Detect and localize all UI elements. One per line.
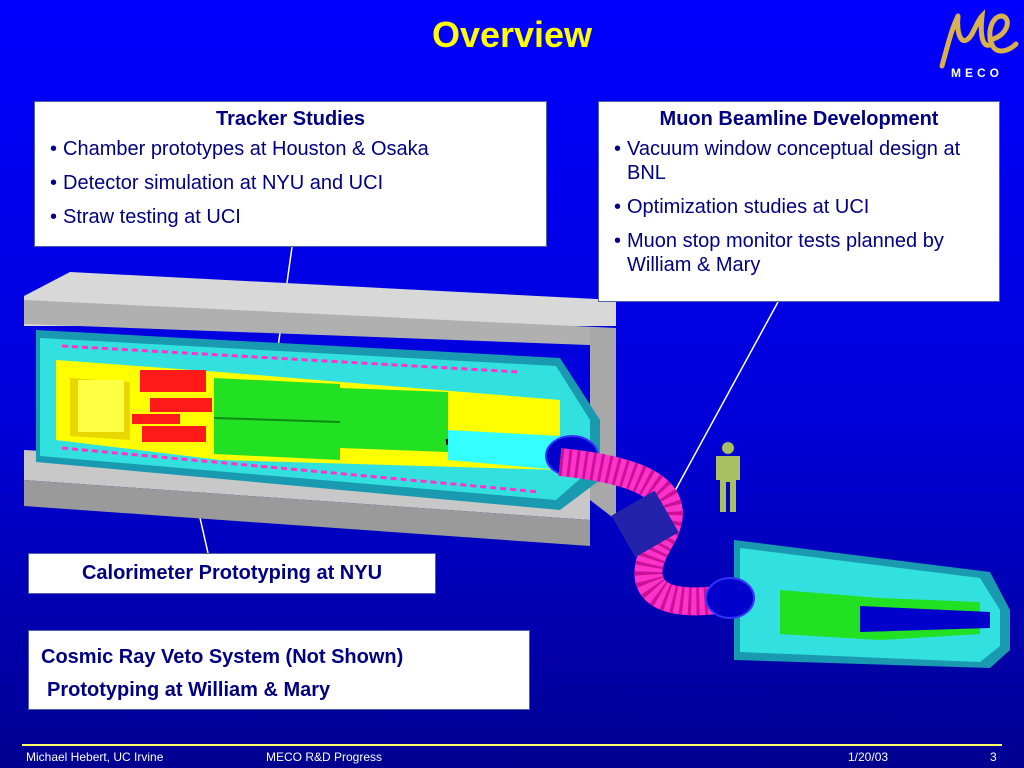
tracker-item: Chamber prototypes at Houston & Osaka xyxy=(43,137,538,161)
tracker-item: Detector simulation at NYU and UCI xyxy=(43,171,538,195)
footer-divider xyxy=(22,744,1002,746)
cosmic-line-2: Prototyping at William & Mary xyxy=(47,679,331,701)
logo-text: MECO xyxy=(951,66,1003,80)
calorimeter-modules xyxy=(132,370,212,442)
muon-item: Vacuum window conceptual design at BNL xyxy=(607,137,991,185)
person-for-scale xyxy=(716,442,740,512)
tracker-item: Straw testing at UCI xyxy=(43,205,538,229)
tracker-list: Chamber prototypes at Houston & Osaka De… xyxy=(43,137,538,229)
cosmic-line-1: Cosmic Ray Veto System (Not Shown) xyxy=(41,646,404,668)
calorimeter-box: Calorimeter Prototyping at NYU xyxy=(28,553,436,594)
detector-end-cap xyxy=(448,430,560,470)
footer-author: Michael Hebert, UC Irvine xyxy=(26,750,164,764)
muon-pointer-line xyxy=(669,301,779,501)
muon-item: Optimization studies at UCI xyxy=(607,195,991,219)
muon-item: Muon stop monitor tests planned by Willi… xyxy=(607,229,991,277)
footer-talk-title: MECO R&D Progress xyxy=(266,750,383,764)
meco-logo xyxy=(939,9,1019,69)
transport-collimator xyxy=(611,490,679,558)
tracker-heading: Tracker Studies xyxy=(216,108,365,130)
muon-beamline-box: Muon Beamline Development Vacuum window … xyxy=(598,101,1000,302)
production-solenoid xyxy=(705,540,1010,668)
footer-page-number: 3 xyxy=(990,750,997,764)
muon-heading: Muon Beamline Development xyxy=(659,108,939,130)
tracker-modules xyxy=(213,378,448,460)
footer-date: 1/20/03 xyxy=(848,750,889,764)
tracker-studies-box: Tracker Studies Chamber prototypes at Ho… xyxy=(34,101,547,247)
muon-list: Vacuum window conceptual design at BNL O… xyxy=(607,137,991,277)
slide-title: Overview xyxy=(431,14,593,55)
cosmic-ray-box: Cosmic Ray Veto System (Not Shown) Proto… xyxy=(28,630,530,710)
